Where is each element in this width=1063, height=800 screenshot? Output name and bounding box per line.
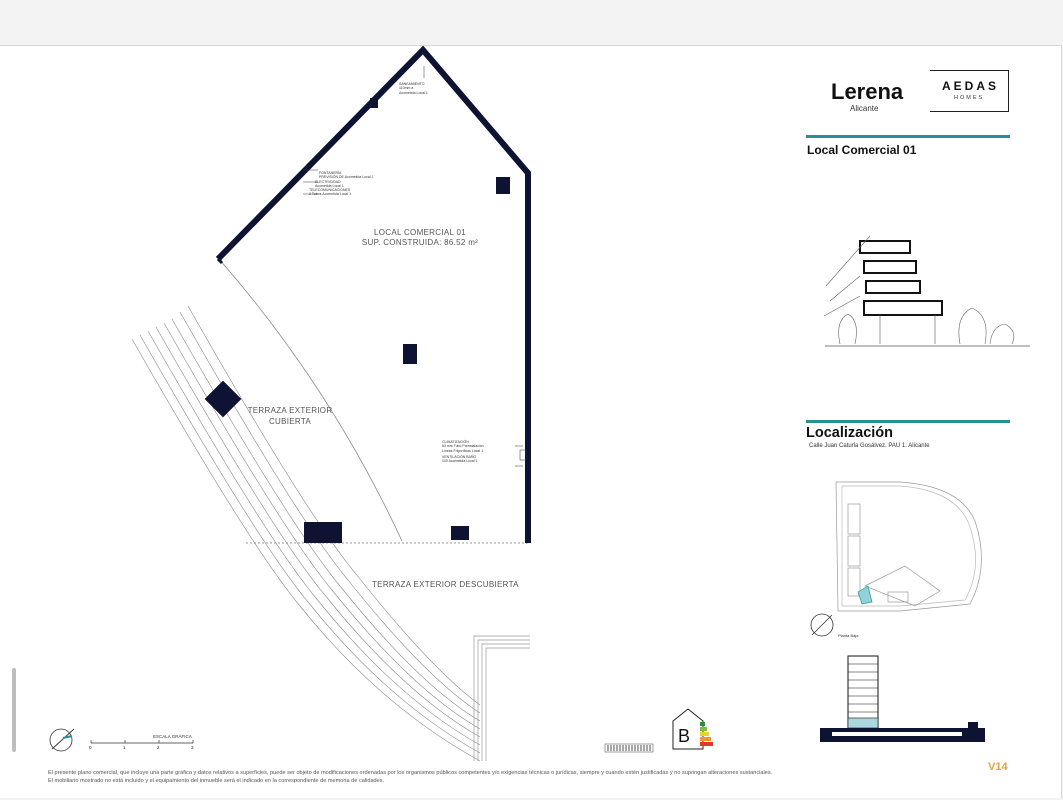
- planter-outline: [473, 635, 530, 761]
- note-climate: CLIMATIZACIÓN 63 mm Tubo Prenstalación L…: [442, 440, 484, 464]
- unit-label: LOCAL COMERCIAL 01: [374, 228, 466, 237]
- location-title: Localización: [806, 425, 894, 441]
- covered-terrace-label-2: CUBIERTA: [268, 417, 312, 426]
- column: [204, 380, 242, 418]
- certification-seal: [604, 743, 654, 753]
- energy-certificate-icon: [672, 708, 713, 750]
- scale-bar: [90, 740, 194, 744]
- scale-tick: 2: [157, 745, 160, 750]
- energy-rating: B: [678, 726, 691, 746]
- note-sewage: SANEAMIENTO 110mm a Acometida Local 1: [399, 82, 428, 95]
- column: [496, 177, 510, 194]
- installation-markers: [303, 66, 527, 467]
- building-sketch: [823, 235, 1030, 347]
- company-logo: [930, 70, 1009, 112]
- version-label: V14: [988, 761, 1008, 773]
- north-arrow-icon: [49, 728, 75, 752]
- column: [370, 98, 378, 108]
- terrace-curves: [131, 305, 481, 762]
- covered-terrace-label-1: TERRAZA EXTERIOR: [247, 406, 333, 415]
- unit-title: Local Comercial 01: [807, 143, 917, 157]
- column: [451, 526, 469, 540]
- logo-subtext: HOMES: [954, 95, 985, 101]
- floor-plan-drawing: [49, 46, 1030, 762]
- site-plan: [810, 481, 982, 637]
- note-utilities: FONTANERÍA PREVISIÓN DE Acometida Local …: [309, 171, 374, 197]
- wall-end: [216, 257, 224, 265]
- area-label: SUP. CONSTRUIDA: 86.52 m²: [361, 238, 479, 247]
- scale-tick: 0: [89, 745, 92, 750]
- divider: [806, 135, 1010, 138]
- scrollbar[interactable]: [12, 668, 16, 752]
- exterior-wall: [215, 46, 531, 543]
- legal-disclaimer: El presente plano comercial, que incluye…: [48, 770, 773, 784]
- site-plan-label: Planta Baja: [838, 633, 859, 638]
- scale-tick: 1: [123, 745, 126, 750]
- column: [403, 344, 417, 364]
- scale-label: ESCALA GRÁFICA: [153, 734, 192, 739]
- project-city: Alicante: [850, 104, 879, 113]
- project-name: Lerena: [831, 79, 904, 104]
- logo-text: AEDAS: [942, 79, 1000, 93]
- column: [304, 522, 342, 543]
- scale-tick: 3: [191, 745, 194, 750]
- uncovered-terrace-label: TERRAZA EXTERIOR DESCUBIERTA: [372, 580, 519, 589]
- covered-terrace-edge: [218, 258, 403, 542]
- divider: [806, 420, 1010, 423]
- plan-sheet: Lerena Alicante AEDAS HOMES Local Comerc…: [0, 45, 1062, 798]
- building-section: [820, 655, 985, 742]
- location-address: Calle Juan Caturla Gosálvez. PAU 1. Alic…: [809, 443, 930, 449]
